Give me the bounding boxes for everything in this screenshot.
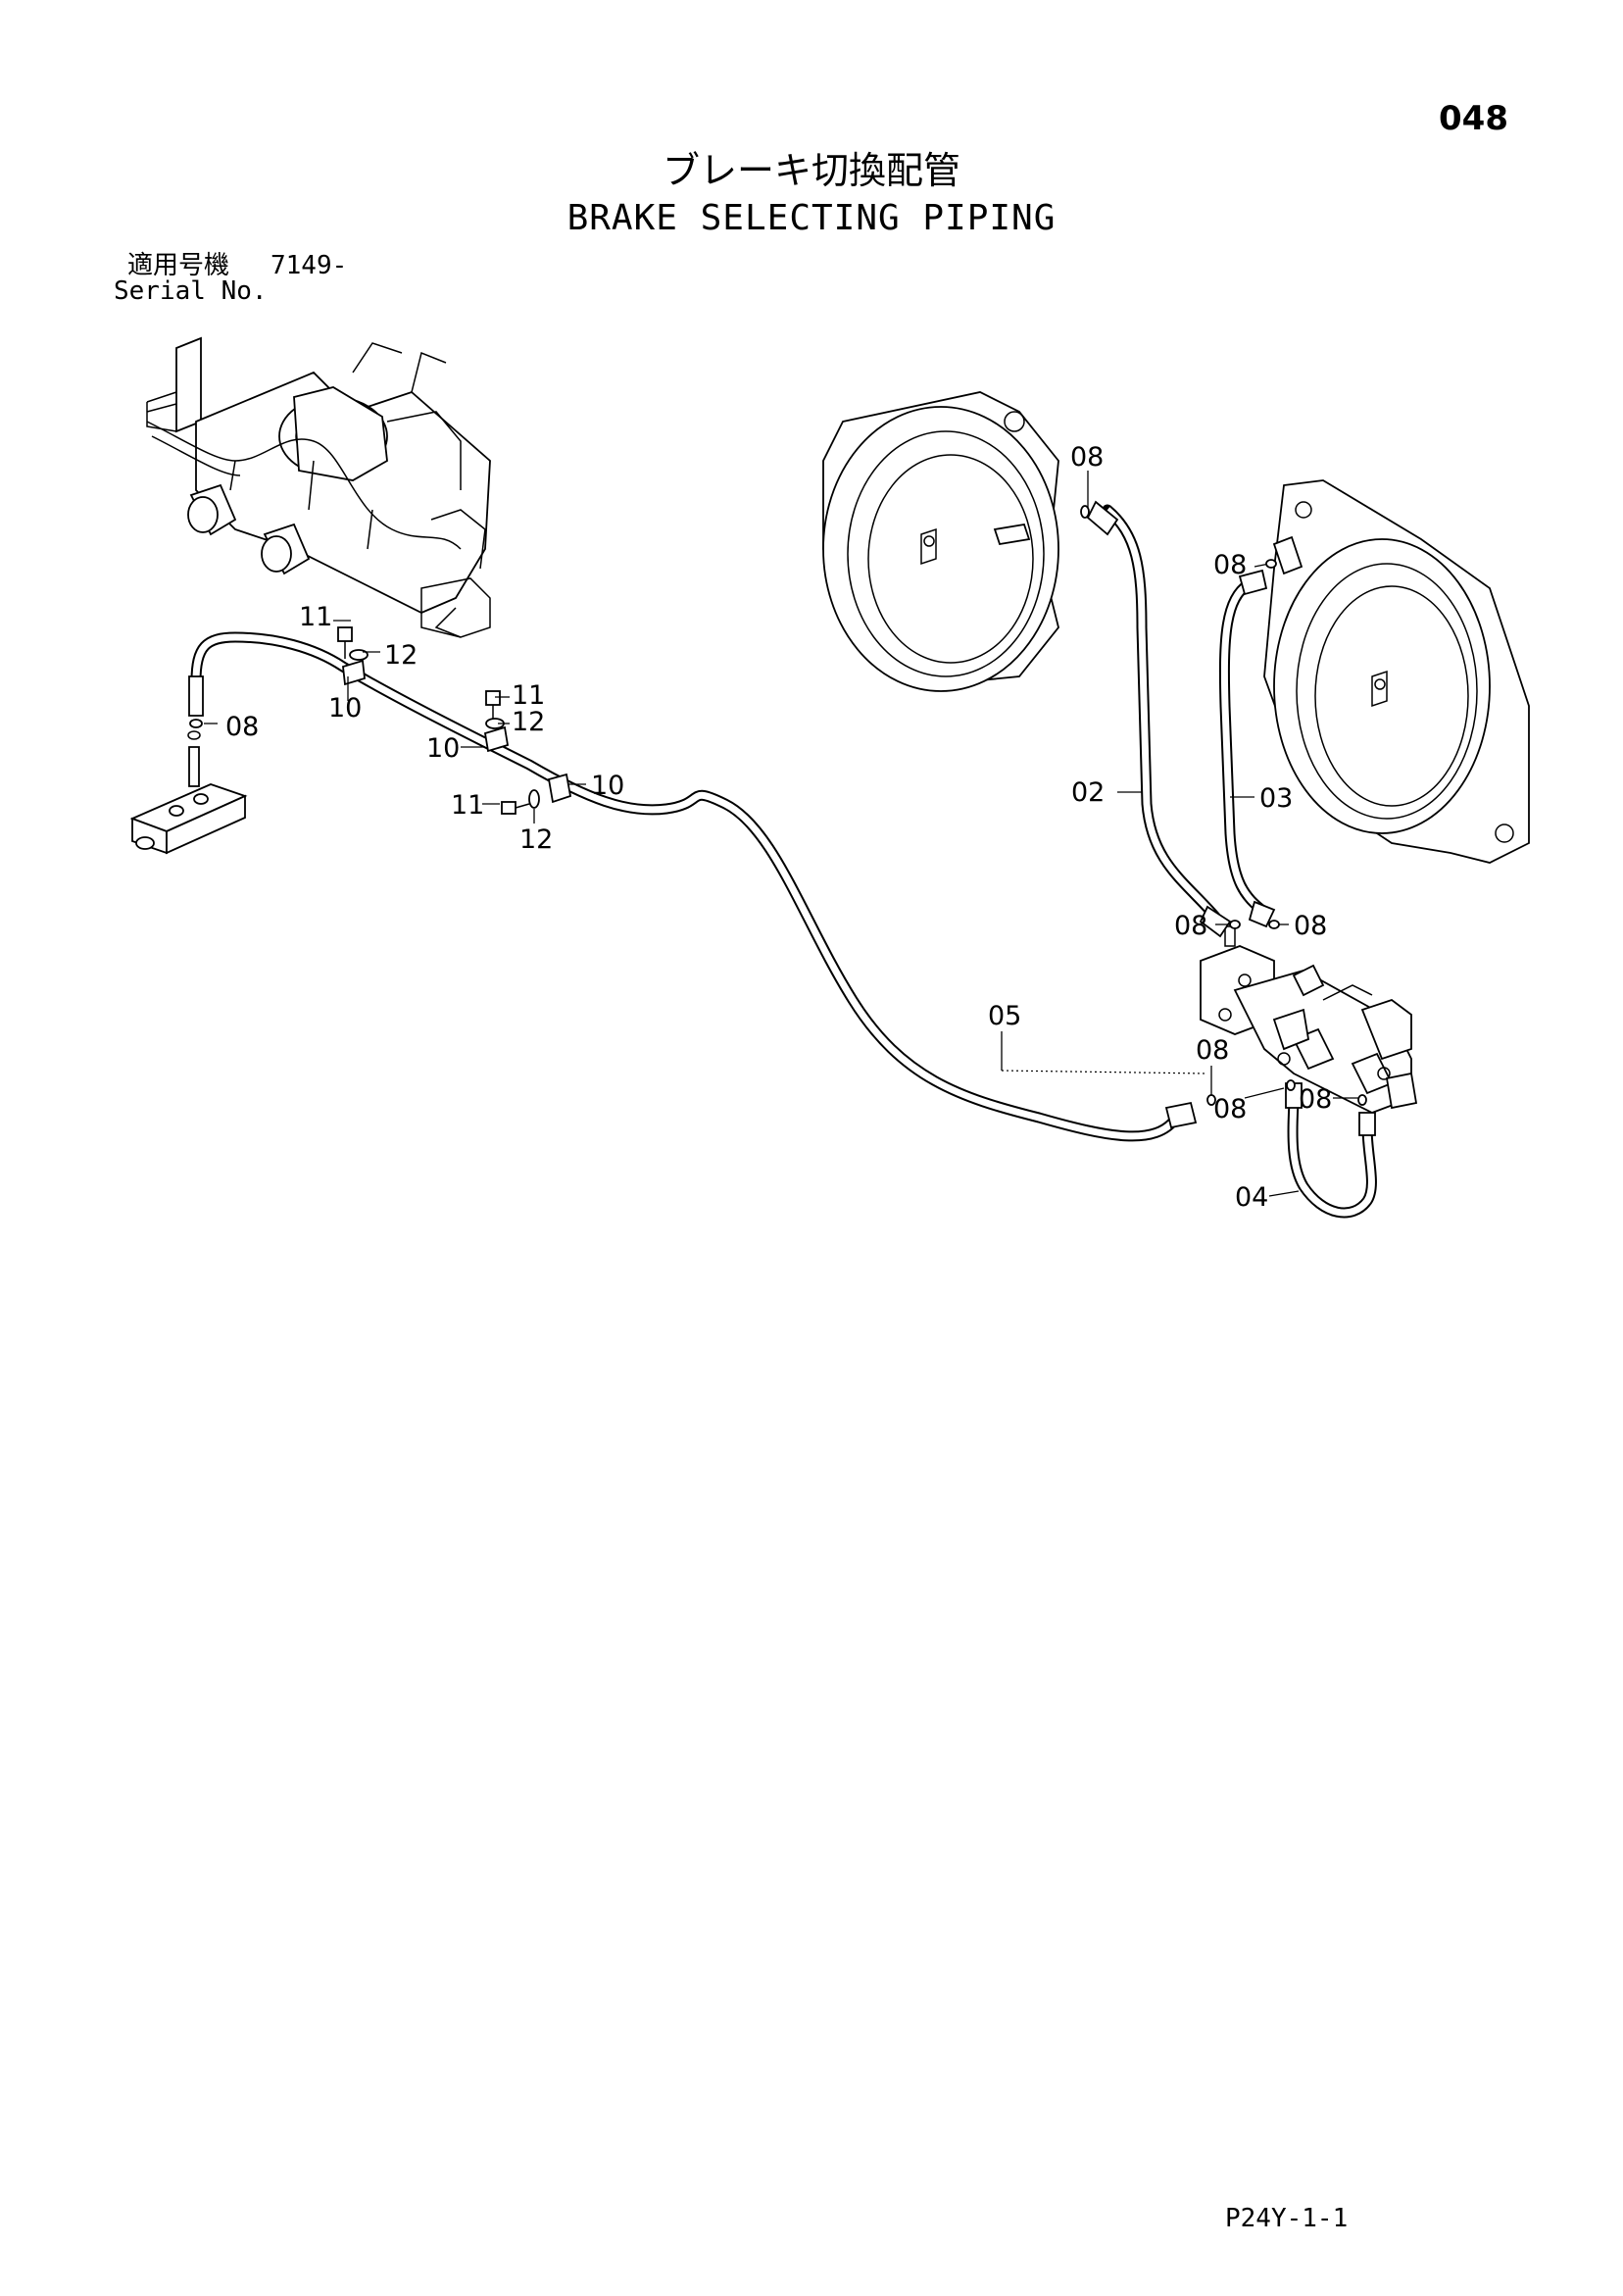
o-rings — [189, 505, 1367, 1106]
leader-lines — [204, 471, 1359, 1197]
label-08-hose04-right: 08 — [1299, 1084, 1332, 1115]
right-travel-motor — [1263, 479, 1530, 864]
label-05: 05 — [988, 1001, 1021, 1031]
label-08-left: 08 — [225, 712, 259, 742]
label-11-a: 11 — [299, 602, 332, 632]
serial-label-english: Serial No. — [114, 276, 268, 306]
page-number: 048 — [1439, 99, 1508, 138]
label-08-valve-right: 08 — [1294, 911, 1327, 941]
label-03: 03 — [1259, 783, 1293, 814]
label-12-a: 12 — [384, 640, 418, 671]
label-10-c: 10 — [591, 771, 624, 801]
hose-03 — [1218, 569, 1276, 928]
title-english: BRAKE SELECTING PIPING — [566, 198, 1057, 238]
label-08-valve-left: 08 — [1174, 911, 1207, 941]
label-12-c: 12 — [519, 824, 553, 855]
label-10-a: 10 — [328, 693, 362, 724]
hose-04 — [1285, 1082, 1377, 1219]
label-08-top-motor: 08 — [1070, 442, 1104, 473]
label-08-hose04-left: 08 — [1213, 1094, 1247, 1124]
serial-number-value: 7149- — [270, 251, 348, 280]
left-valve-block — [129, 730, 248, 855]
left-travel-motor — [822, 391, 1059, 692]
label-08-hose05-end: 08 — [1196, 1035, 1229, 1066]
hose-05 — [188, 631, 1198, 1142]
label-04: 04 — [1235, 1182, 1268, 1213]
part-labels: 08 11 12 10 11 12 10 10 11 12 08 08 02 0… — [225, 442, 1332, 1213]
label-11-c: 11 — [451, 790, 484, 821]
drawing-code: P24Y-1-1 — [1225, 2204, 1349, 2233]
hose-02 — [1086, 500, 1232, 938]
label-12-b: 12 — [512, 707, 545, 737]
winch-drum-assembly — [146, 336, 491, 638]
label-08-right-motor: 08 — [1213, 550, 1247, 580]
serial-label-japanese: 適用号機 — [127, 251, 230, 280]
title-japanese: ブレーキ切換配管 — [662, 149, 960, 192]
label-11-b: 11 — [512, 680, 545, 711]
label-02: 02 — [1071, 777, 1105, 808]
brake-selecting-valve — [1200, 925, 1418, 1114]
label-10-b: 10 — [426, 733, 460, 764]
